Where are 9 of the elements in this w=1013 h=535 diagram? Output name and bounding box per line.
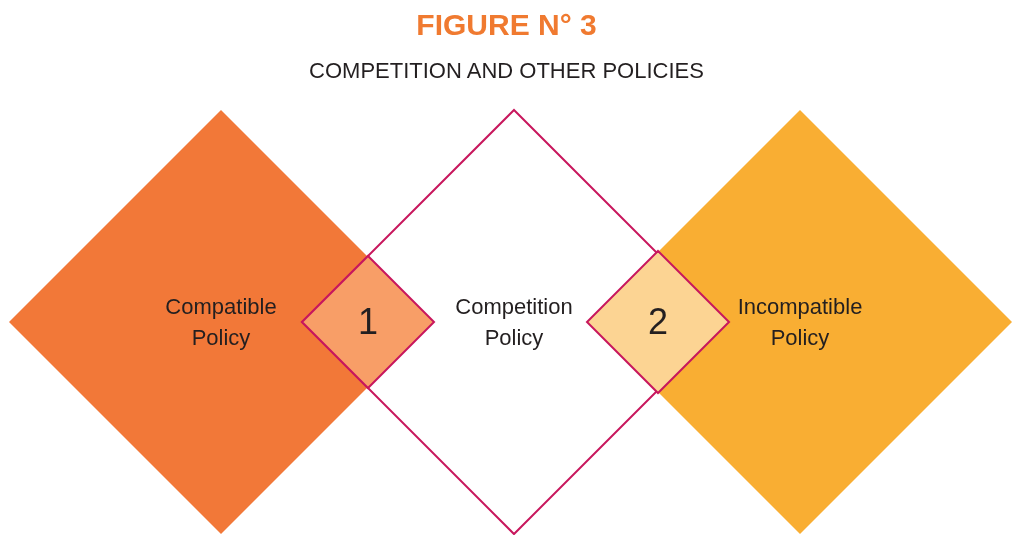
overlap-diamond xyxy=(586,250,730,394)
diamond-label: Incompatible Policy xyxy=(736,293,864,352)
diamond-label: Competition Policy xyxy=(454,293,574,352)
diamond-label: Compatible Policy xyxy=(164,293,278,352)
region-number: 2 xyxy=(647,302,669,342)
figure-title: FIGURE N° 3 xyxy=(415,8,598,42)
region-number: 1 xyxy=(357,302,379,342)
overlap-diamond xyxy=(301,255,435,389)
figure-subtitle: COMPETITION AND OTHER POLICIES xyxy=(308,58,705,84)
